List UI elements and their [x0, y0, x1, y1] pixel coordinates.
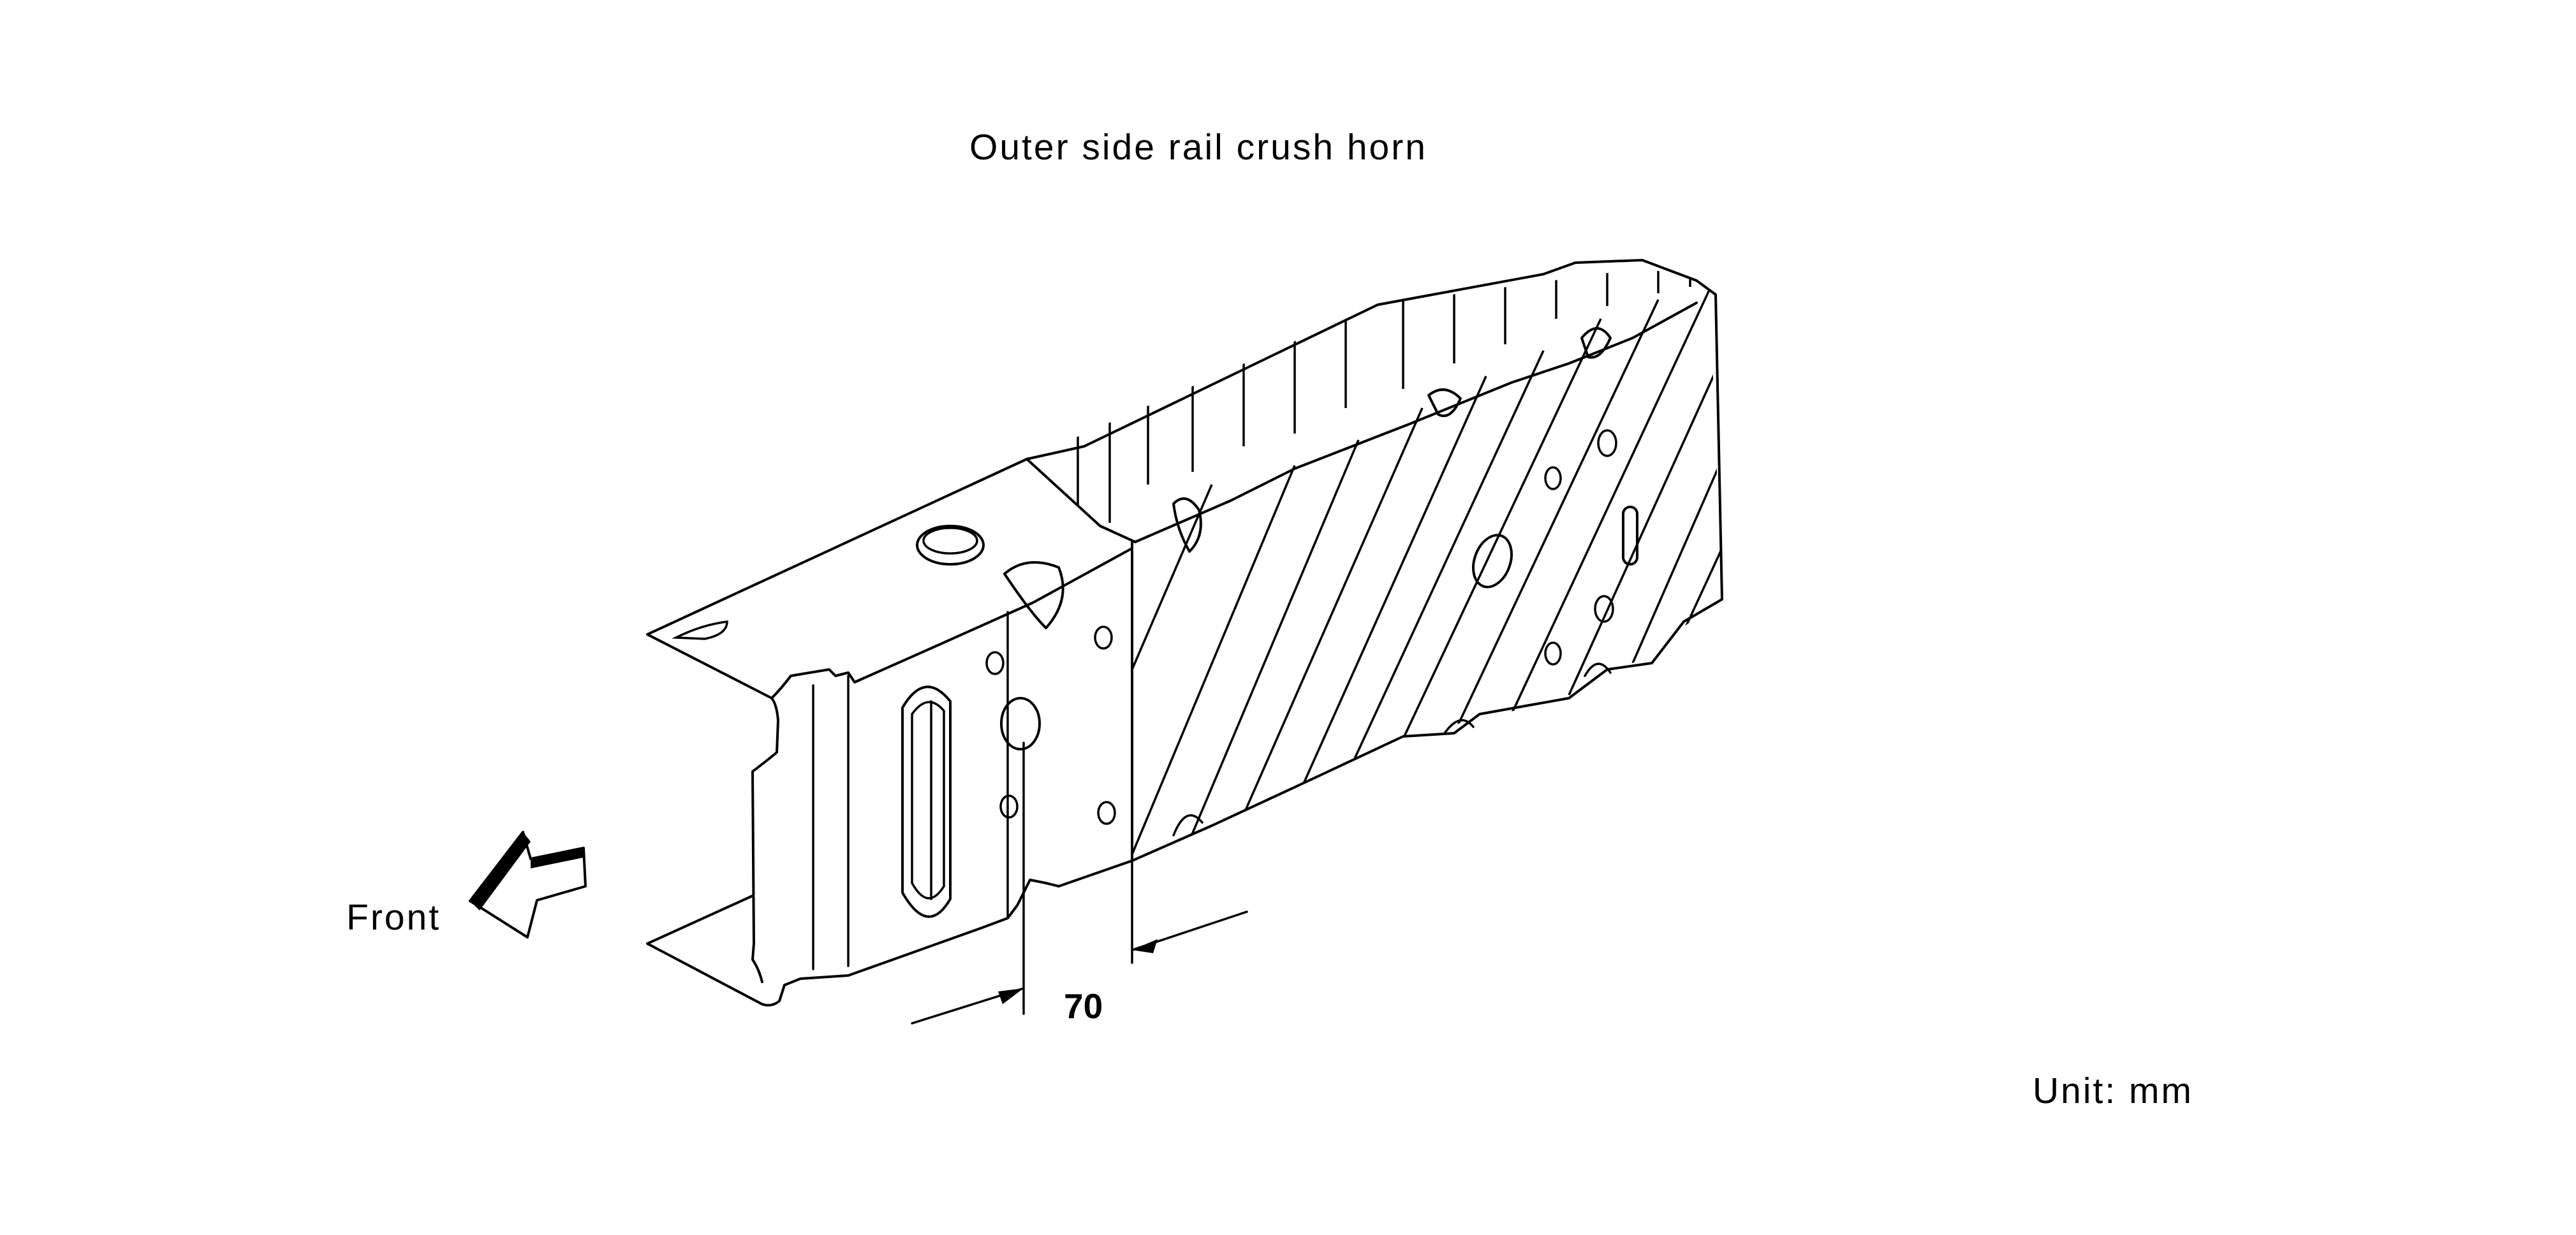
dimension-arrow-right	[1132, 939, 1158, 953]
dimension-annotation: 70	[911, 742, 1248, 1026]
dimension-value: 70	[1064, 986, 1103, 1026]
diagram-title: Outer side rail crush horn	[969, 127, 1427, 168]
front-direction-label: Front	[346, 897, 441, 938]
cut-area-hatching	[1077, 268, 1722, 855]
dimension-arrow-left	[998, 988, 1024, 1004]
front-arrow-icon	[469, 831, 587, 939]
outer-side-rail-part	[646, 259, 1723, 1007]
unit-label: Unit: mm	[2033, 1071, 2193, 1111]
